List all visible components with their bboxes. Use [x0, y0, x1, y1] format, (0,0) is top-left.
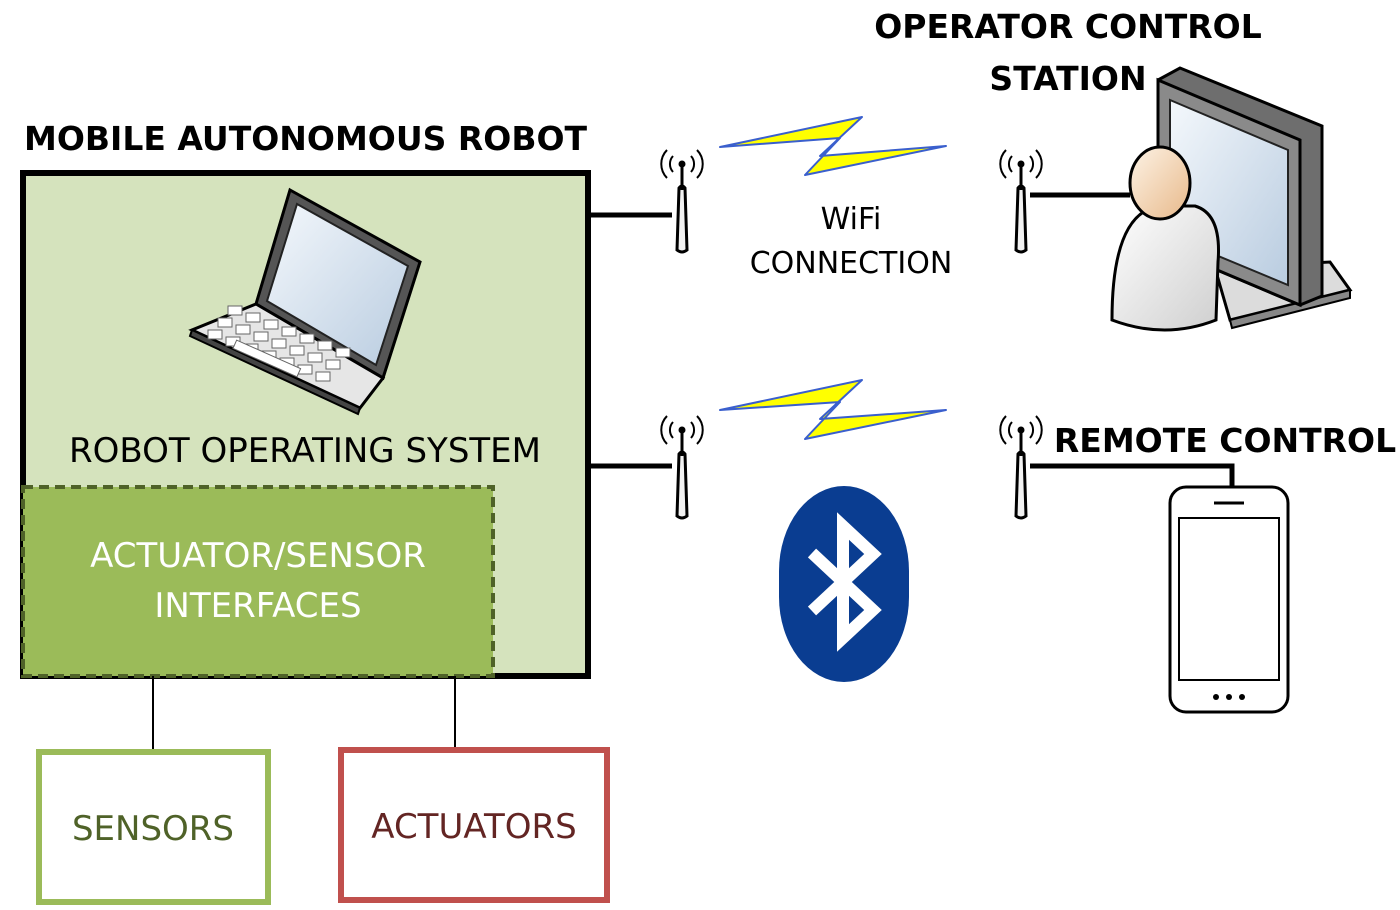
- interfaces-label-line2: INTERFACES: [154, 586, 361, 626]
- robot-wifi-antenna-icon: [659, 148, 705, 254]
- wifi-lightning-bolt-icon: [719, 116, 947, 176]
- interfaces-box: [21, 485, 495, 678]
- remote-link-line: [1030, 463, 1235, 486]
- bluetooth-icon: [779, 486, 909, 682]
- laptop-icon: [188, 187, 422, 416]
- operator-title-line1: OPERATOR CONTROL: [874, 7, 1262, 46]
- wifi-label-line2: CONNECTION: [750, 246, 953, 281]
- smartphone-icon: [1168, 485, 1290, 714]
- sensors-box: [36, 749, 271, 905]
- sensors-label: SENSORS: [72, 809, 234, 849]
- bt-lightning-bolt-icon: [719, 379, 947, 440]
- robot-os-label: ROBOT OPERATING SYSTEM: [69, 431, 541, 471]
- actuators-label: ACTUATORS: [371, 807, 576, 847]
- operator-monitor-icon: [1110, 66, 1353, 332]
- interfaces-label-line1: ACTUATOR/SENSOR: [90, 536, 426, 576]
- operator-antenna-icon: [998, 148, 1044, 254]
- remote-title: REMOTE CONTROL: [1054, 421, 1396, 460]
- actuators-box: [338, 747, 610, 903]
- operator-title-line2: STATION: [989, 59, 1146, 98]
- wifi-label-line1: WiFi: [821, 202, 882, 237]
- robot-title: MOBILE AUTONOMOUS ROBOT: [24, 119, 588, 158]
